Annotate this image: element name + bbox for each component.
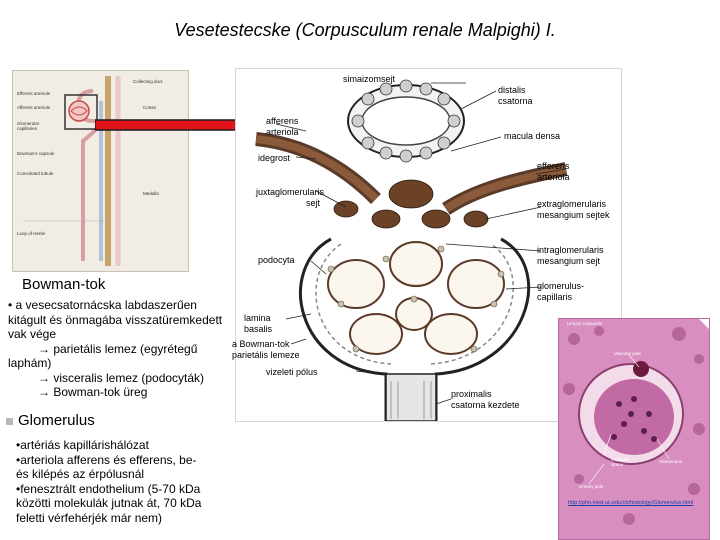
label-bowman-tok: a Bowman-tok (232, 339, 290, 349)
glomerulus-line-5: közötti molekulák jutnak át, 70 kDa (16, 496, 202, 510)
overview-label-convoluted: Convoluted tubule (17, 171, 54, 176)
label-idegrost: idegrost (258, 153, 291, 163)
nephron-overview-diagram: Efferent arteriole Afferent arteriole Gl… (12, 70, 189, 272)
histology-micrograph: Urinary corpuscle Vascular pole Capsular… (558, 318, 710, 540)
label-extraglomerularis-mesangium: mesangium sejtek (537, 210, 610, 220)
label-podocyta: podocyta (258, 255, 295, 265)
label-afferens-arteriola: arteriola (266, 127, 299, 137)
overview-label-loop: Loop of Henle (17, 231, 46, 236)
nephron-overview-illustration (13, 71, 188, 271)
label-glomerulus-capillaris-1: glomerulus- (537, 281, 585, 291)
label-macula-densa: macula densa (504, 131, 561, 141)
glomerulus-line-2: •arteriola afferens és efferens, be- (16, 452, 197, 467)
glomerulus-line-1: •artériás kapillárishálózat (16, 438, 149, 452)
bowman-heading: Bowman-tok (22, 276, 106, 293)
label-juxtaglomerularis-sejt: sejt (306, 198, 321, 208)
label-intraglomerularis: intraglomerularis (537, 245, 604, 255)
overview-label-afferent: Afferent arteriole (17, 105, 51, 110)
label-intraglomerularis-mesangium: mesangium sejt (537, 256, 601, 266)
glomerulus-bullet-icon (6, 417, 13, 425)
label-extraglomerularis: extraglomerularis (537, 199, 607, 209)
glomerulus-description: •artériás kapillárishálózat •arteriola a… (16, 438, 226, 525)
label-distalis: distalis (498, 85, 526, 95)
glomerulus-heading-row: Glomerulus (6, 412, 95, 429)
glomerulus-line-4: •fenesztrált endothelium (5-70 kDa (16, 481, 201, 496)
label-simaizomsejt: simaizomsejt (343, 74, 396, 84)
label-afferens: afferens (266, 116, 299, 126)
label-parietalis-lemeze: parietális lemeze (232, 350, 300, 360)
micro-label-capsular-space: Capsular space (611, 457, 630, 467)
renal-corpuscle-illustration (255, 79, 568, 422)
renal-corpuscle-diagram: simaizomsejt distalis csatorna afferens … (232, 68, 622, 422)
bowman-line-7: → Bowman-tok üreg (38, 385, 148, 399)
overview-label-cortex: Cortex (143, 105, 157, 110)
glomerulus-line-6: feletti vérfehérjék már nem) (16, 510, 163, 525)
bowman-line-5: laphám) (8, 356, 52, 370)
bowman-line-1: • a vesecsatornácska labdaszerűen (8, 298, 197, 312)
overview-label-capillaries: Glomerular capillaries (17, 121, 40, 131)
overview-label-collecting: Collecting duct (133, 79, 163, 84)
label-vizeleti-polus: vizeleti pólus (266, 367, 318, 377)
label-efferens: efferens (537, 161, 570, 171)
label-basalis: basalis (244, 324, 273, 334)
micro-label-vascular-pole: Vascular pole (614, 351, 641, 356)
overview-label-medulla: Medulla (143, 191, 159, 196)
overview-label-efferent: Efferent arteriole (17, 91, 51, 96)
label-juxtaglomerularis: juxtaglomerularis (256, 187, 325, 197)
glomerulus-heading: Glomerulus (18, 412, 95, 429)
slide-title: Vesetestecske (Corpusculum renale Malpig… (174, 20, 556, 40)
bowman-line-4: → parietális lemez (egyrétegű (38, 341, 198, 356)
source-link[interactable]: http://phn.med.uc.edu/ch/histology/Glome… (568, 500, 694, 506)
bowman-line-3: vak vége (8, 327, 57, 341)
label-proximalis: proximalis (451, 389, 492, 399)
label-efferens-arteriola: arteriola (537, 172, 570, 182)
micro-label-glomerulus: Glomerulus (659, 459, 683, 464)
micro-label-top: Urinary corpuscle (567, 321, 603, 326)
label-lamina: lamina (244, 313, 271, 323)
label-glomerulus-capillaris-2: capillaris (537, 292, 573, 302)
page-fold-corner (699, 319, 709, 329)
label-csatorna-kezdete: csatorna kezdete (451, 400, 520, 410)
overview-label-bowman: Bowman's capsule (17, 151, 55, 156)
label-csatorna: csatorna (498, 96, 533, 106)
micrograph-image (559, 319, 709, 539)
bowman-line-2: kitágult és önmagába visszatüremkedett (8, 312, 223, 327)
micro-label-urinary-pole: Urinary pole (579, 484, 604, 489)
bowman-line-6: → visceralis lemez (podocyták) (38, 370, 205, 385)
bowman-description: • a vesecsatornácska labdaszerűen kitágu… (8, 298, 228, 400)
glomerulus-line-3: és kilépés az érpólusnál (16, 467, 145, 481)
